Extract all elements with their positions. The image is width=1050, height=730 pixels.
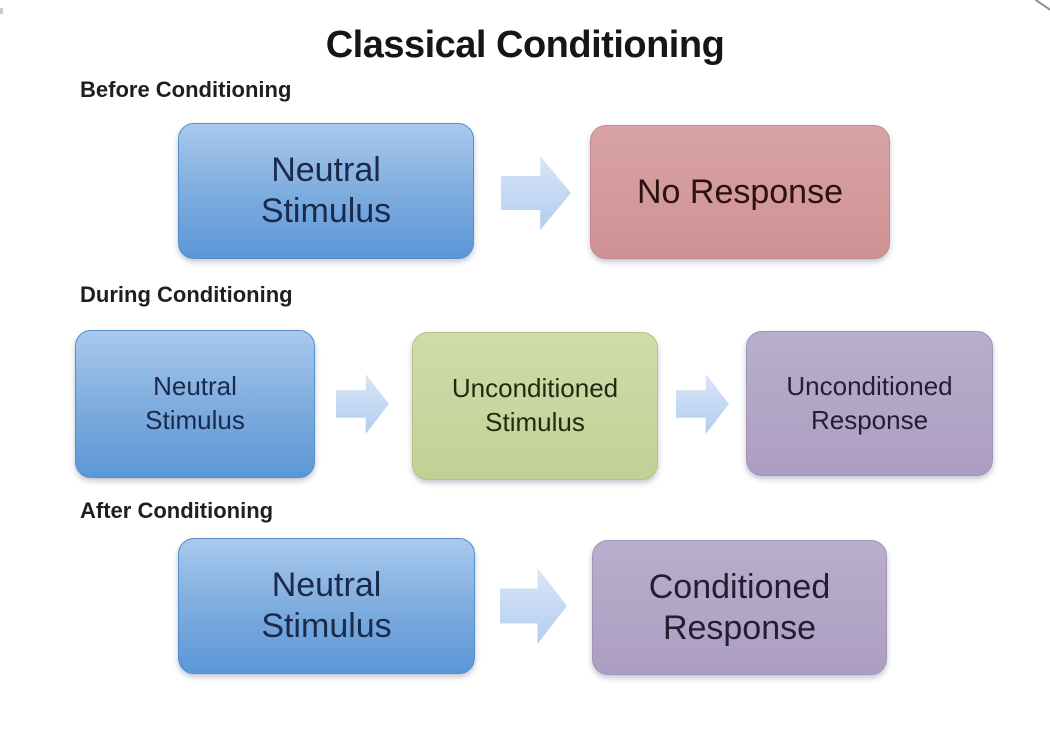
box-text-line: Stimulus [261,607,392,645]
box-text-line: No Response [636,172,843,211]
box-text-line: Neutral [271,151,381,190]
box-text-line: Response [662,608,817,647]
box-text-line: Stimulus [485,407,585,437]
box-neutral-stimulus-after: Neutral Stimulus [178,538,475,674]
section-label-during: During Conditioning [80,282,293,307]
box-text-line: Unconditioned [786,370,953,401]
box-unconditioned-stimulus: Unconditioned Stimulus [412,332,658,480]
box-text-line: Neutral [153,371,237,402]
box-text-line: Neutral [271,566,382,605]
box-neutral-stimulus-during: Neutral Stimulus [75,330,315,478]
box-text-line: Stimulus [260,192,392,230]
box-unconditioned-response: Unconditioned Response [746,331,993,476]
arrow-right-icon [676,374,729,434]
arrow-right-icon [500,568,567,644]
arrow-right-icon [336,374,389,434]
box-conditioned-response: Conditioned Response [592,540,887,675]
section-label-after: After Conditioning [80,498,274,523]
arrow-right-icon [501,156,571,230]
box-text-line: Conditioned [648,567,831,606]
scan-artifact-mark [0,8,3,14]
page-title: Classical Conditioning [325,24,725,66]
page-curl-mark [1034,0,1050,11]
box-text-line: Unconditioned [451,373,619,404]
box-no-response: No Response [590,125,890,259]
box-text-line: Stimulus [145,405,245,435]
box-neutral-stimulus-before: Neutral Stimulus [178,123,474,259]
section-label-before: Before Conditioning [80,77,292,102]
box-text-line: Response [810,404,929,435]
